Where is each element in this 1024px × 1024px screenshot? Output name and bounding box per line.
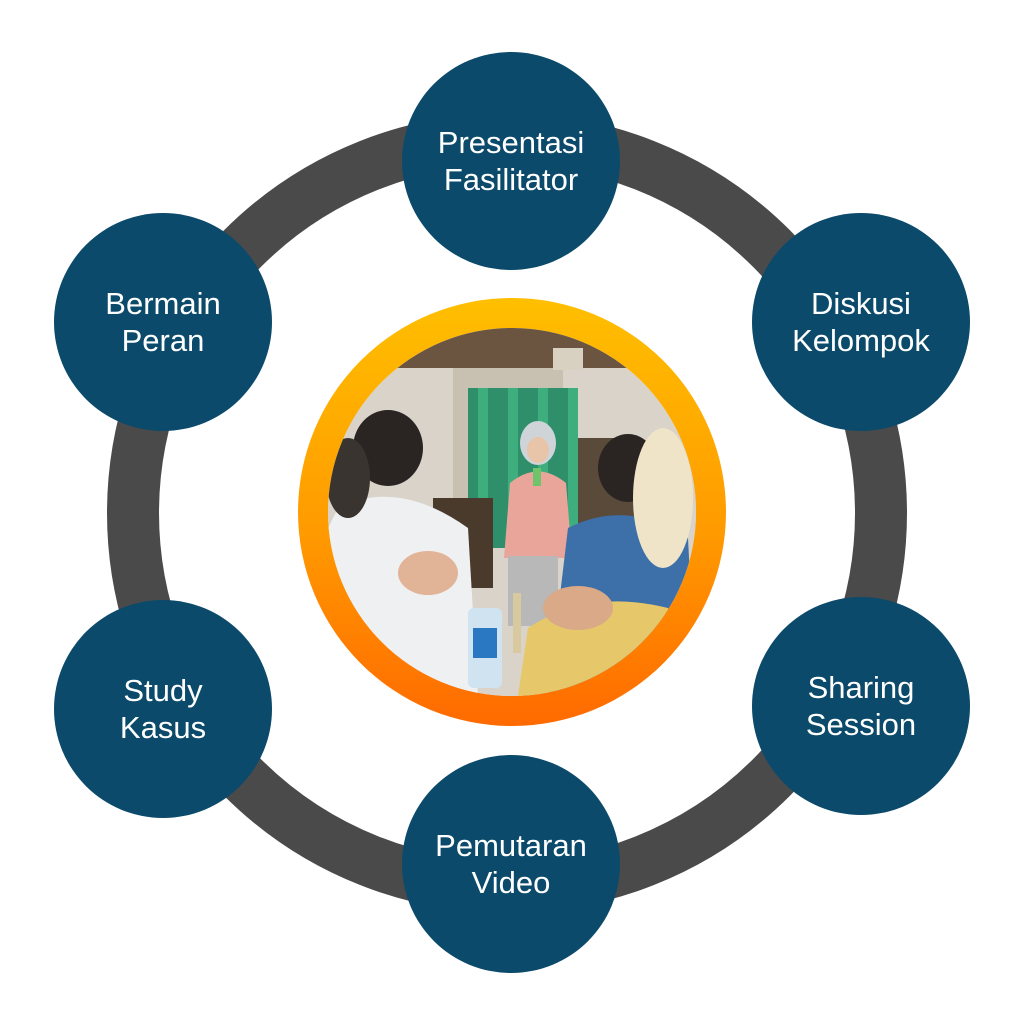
node-label-line: Session (805, 707, 917, 742)
photo-illustration (328, 328, 696, 696)
node-label-line: Bermain (105, 286, 221, 321)
node-pemutaran-video: Pemutaran Video (402, 755, 620, 973)
node-diskusi-kelompok: Diskusi Kelompok (752, 213, 970, 431)
node-presentasi-fasilitator: Presentasi Fasilitator (402, 52, 620, 270)
node-label-line: Presentasi (437, 125, 585, 160)
facilitator-photo (328, 328, 696, 696)
node-label-line: Study (123, 673, 203, 708)
node-sharing-session: Sharing Session (752, 597, 970, 815)
node-label-line: Kasus (119, 710, 207, 745)
node-label-line: Peran (121, 323, 205, 358)
node-label-line: Pemutaran (435, 828, 587, 863)
node-label-line: Sharing (807, 670, 915, 705)
node-label-line: Fasilitator (443, 162, 579, 197)
node-study-kasus: Study Kasus (54, 600, 272, 818)
photo-frame (298, 298, 726, 726)
node-label-line: Video (471, 865, 551, 900)
node-bermain-peran: Bermain Peran (54, 213, 272, 431)
node-label-line: Kelompok (792, 323, 930, 358)
node-label-line: Diskusi (811, 286, 911, 321)
